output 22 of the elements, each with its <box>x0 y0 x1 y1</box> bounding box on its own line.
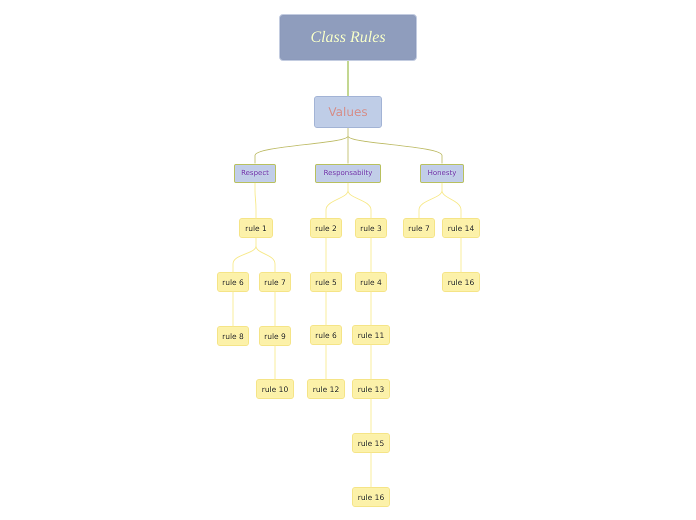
connector-line <box>348 182 372 218</box>
connector-line <box>254 182 256 218</box>
connector-line <box>274 292 276 326</box>
subtopic-box <box>234 164 276 182</box>
connector-line <box>370 238 372 272</box>
connector-line <box>370 452 372 488</box>
connector-line <box>274 346 276 380</box>
subtopic-box <box>420 164 464 182</box>
connector-line <box>442 182 462 218</box>
connector-line <box>370 292 372 326</box>
connector-line <box>348 128 442 164</box>
connector-line <box>370 344 372 380</box>
connector-line <box>347 61 349 96</box>
root-topic-box <box>279 14 417 61</box>
node-label: Class Rules <box>310 28 386 46</box>
connector-line <box>370 398 372 434</box>
main-topic-box <box>314 96 382 128</box>
subtopic-box <box>315 164 381 182</box>
connector-line <box>232 292 234 326</box>
connector-line <box>460 238 462 272</box>
connector-line <box>256 238 276 272</box>
node-label: Values <box>328 105 368 119</box>
